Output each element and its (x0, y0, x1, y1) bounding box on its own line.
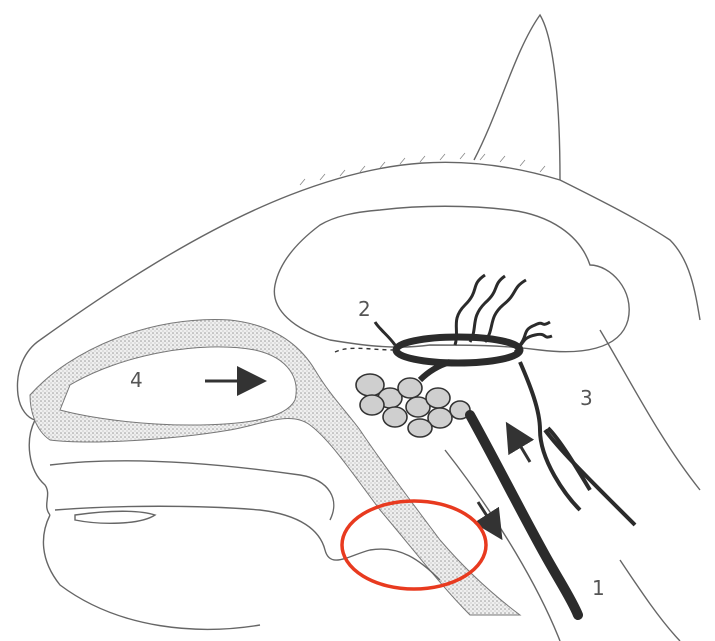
arterial-ring (396, 337, 520, 363)
fur-strokes (300, 153, 545, 185)
label-2: 2 (358, 297, 371, 321)
label-4: 4 (130, 368, 143, 392)
label-1: 1 (592, 576, 605, 600)
label-3: 3 (580, 386, 593, 410)
carotid-branch (520, 362, 635, 525)
dashed-connector (335, 348, 395, 352)
arrow-up-icon (512, 432, 530, 462)
rete-mirabile (356, 374, 470, 437)
head-outline (17, 15, 700, 641)
brain-outline (274, 206, 629, 351)
